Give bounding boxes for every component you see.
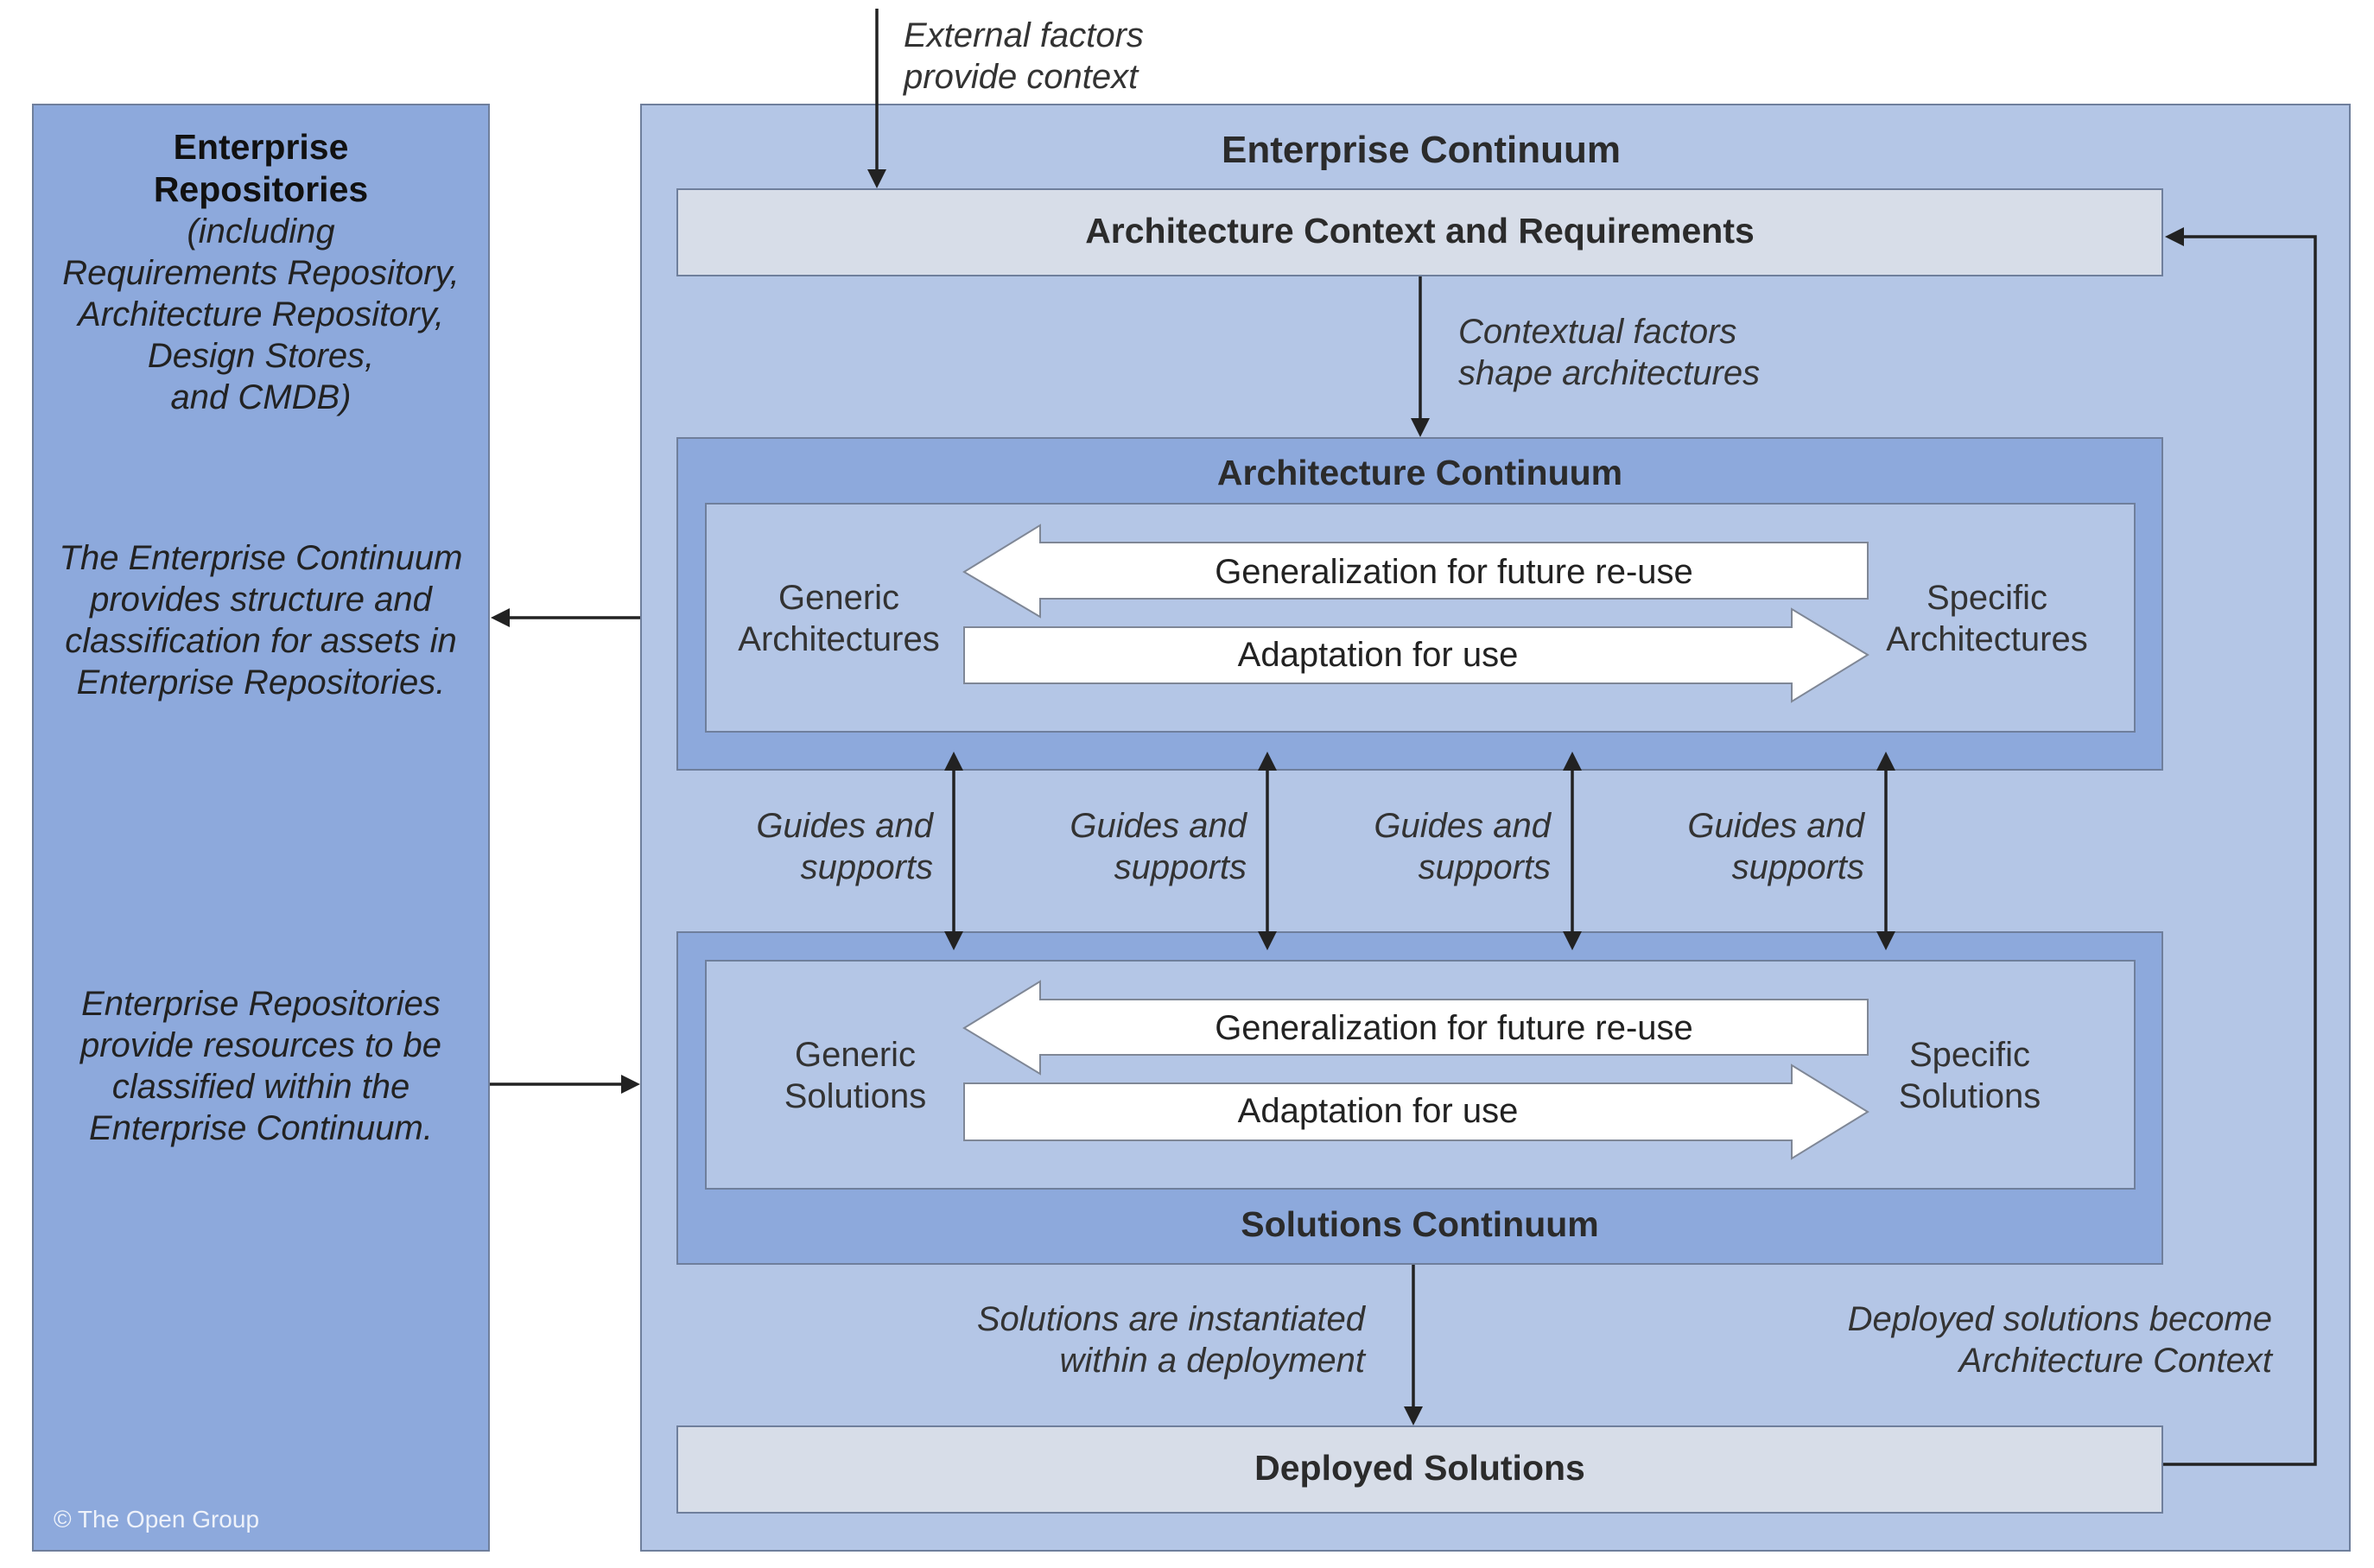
guides-supports-line: supports bbox=[1114, 848, 1247, 886]
deployed-solutions-bar bbox=[676, 1425, 2163, 1514]
guides-arrow-3 bbox=[1563, 752, 1582, 950]
specific-solutions-label: Specific Solutions bbox=[1849, 1034, 2091, 1117]
external-factors-line: provide context bbox=[904, 58, 1139, 96]
guides-supports-line: supports bbox=[1418, 848, 1551, 886]
generalization-label-architecture: Generalization for future re-use bbox=[1215, 553, 1693, 591]
deployed-context-line: Architecture Context bbox=[1958, 1342, 2272, 1380]
repositories-title-line: Repositories bbox=[153, 169, 369, 210]
solutions-continuum-title: Solutions Continuum bbox=[1241, 1204, 1599, 1244]
architecture-context-label: Architecture Context and Requirements bbox=[1085, 211, 1755, 251]
architecture-continuum-title: Architecture Continuum bbox=[1216, 453, 1623, 492]
instantiated-note: Solutions are instantiated within a depl… bbox=[864, 1298, 1365, 1381]
adaptation-label-solutions: Adaptation for use bbox=[1237, 1092, 1519, 1130]
repositories-subtitle-line: and CMDB) bbox=[170, 378, 352, 416]
structure-arrow bbox=[491, 608, 640, 627]
resources-note-line: Enterprise Continuum. bbox=[89, 1109, 433, 1147]
repositories-subtitle-line: (including bbox=[187, 213, 335, 251]
deployed-context-line: Deployed solutions become bbox=[1847, 1300, 2272, 1338]
resources-note-line: Enterprise Repositories bbox=[81, 985, 441, 1023]
repositories-subtitle-line: Design Stores, bbox=[147, 337, 375, 375]
architecture-context-bar bbox=[676, 188, 2163, 276]
generic-architectures-line: Generic bbox=[778, 579, 900, 617]
contextual-factors-line: shape architectures bbox=[1458, 354, 1761, 392]
guides-arrow-4 bbox=[1876, 752, 1895, 950]
feedback-loop-arrow bbox=[2163, 227, 2317, 1466]
deployed-solutions-label: Deployed Solutions bbox=[1254, 1448, 1585, 1488]
external-factors-arrow bbox=[867, 9, 886, 188]
guides-supports-line: supports bbox=[800, 848, 933, 886]
generic-solutions-line: Solutions bbox=[784, 1077, 927, 1115]
resources-arrow bbox=[490, 1075, 640, 1094]
enterprise-continuum-panel bbox=[640, 104, 2351, 1552]
guides-supports-line: Guides and bbox=[1687, 807, 1864, 845]
structure-note-line: classification for assets in bbox=[65, 622, 457, 660]
instantiated-note-line: Solutions are instantiated bbox=[976, 1300, 1365, 1338]
solutions-continuum-inner bbox=[705, 960, 2136, 1190]
guides-supports-line: Guides and bbox=[756, 807, 933, 845]
generalization-arrow-solutions bbox=[962, 980, 1869, 1076]
resources-note-line: classified within the bbox=[111, 1068, 410, 1106]
adaptation-arrow-architecture bbox=[963, 607, 1869, 703]
guides-supports-label-2: Guides and supports bbox=[987, 805, 1247, 888]
repositories-title: Enterprise Repositories bbox=[32, 126, 490, 211]
specific-solutions-line: Solutions bbox=[1898, 1077, 2041, 1115]
copyright-text: © The Open Group bbox=[54, 1506, 260, 1533]
resources-note-line: provide resources to be bbox=[79, 1026, 441, 1064]
guides-supports-label-4: Guides and supports bbox=[1605, 805, 1864, 888]
structure-note-line: The Enterprise Continuum bbox=[59, 539, 463, 577]
external-factors-note: External factors provide context bbox=[904, 15, 1336, 98]
guides-supports-label-3: Guides and supports bbox=[1292, 805, 1551, 888]
structure-note-line: Enterprise Repositories. bbox=[76, 663, 446, 701]
guides-supports-line: Guides and bbox=[1070, 807, 1247, 845]
deployed-context-note: Deployed solutions become Architecture C… bbox=[1693, 1298, 2272, 1381]
repositories-subtitle: (including Requirements Repository, Arch… bbox=[32, 211, 490, 418]
structure-note-line: provides structure and bbox=[90, 581, 432, 619]
guides-arrow-2 bbox=[1258, 752, 1277, 950]
specific-solutions-line: Specific bbox=[1908, 1036, 2031, 1074]
generalization-arrow-architecture bbox=[962, 524, 1869, 619]
specific-architectures-line: Specific bbox=[1926, 579, 2048, 617]
contextual-factors-line: Contextual factors bbox=[1458, 313, 1737, 351]
instantiated-note-line: within a deployment bbox=[1059, 1342, 1365, 1380]
structure-note: The Enterprise Continuum provides struct… bbox=[32, 537, 490, 703]
external-factors-line: External factors bbox=[904, 16, 1144, 54]
repositories-subtitle-line: Architecture Repository, bbox=[78, 295, 444, 333]
architecture-continuum-inner bbox=[705, 503, 2136, 733]
specific-architectures-line: Architectures bbox=[1886, 620, 2088, 658]
instantiated-arrow bbox=[1404, 1265, 1423, 1425]
guides-supports-line: Guides and bbox=[1374, 807, 1551, 845]
guides-supports-line: supports bbox=[1731, 848, 1864, 886]
contextual-factors-arrow bbox=[1411, 276, 1430, 437]
generalization-label-solutions: Generalization for future re-use bbox=[1215, 1009, 1693, 1047]
generic-solutions-label: Generic Solutions bbox=[734, 1034, 976, 1117]
specific-architectures-label: Specific Architectures bbox=[1862, 577, 2112, 660]
guides-supports-label-1: Guides and supports bbox=[674, 805, 933, 888]
generic-architectures-label: Generic Architectures bbox=[714, 577, 964, 660]
contextual-factors-note: Contextual factors shape architectures bbox=[1458, 311, 1890, 394]
generic-solutions-line: Generic bbox=[794, 1036, 917, 1074]
generic-architectures-line: Architectures bbox=[738, 620, 940, 658]
repositories-title-line: Enterprise bbox=[173, 127, 349, 167]
adaptation-arrow-solutions bbox=[963, 1063, 1869, 1160]
resources-note: Enterprise Repositories provide resource… bbox=[32, 983, 490, 1149]
enterprise-repositories-panel bbox=[32, 104, 490, 1552]
guides-arrow-1 bbox=[944, 752, 963, 950]
adaptation-label-architecture: Adaptation for use bbox=[1237, 636, 1519, 674]
enterprise-continuum-title: Enterprise Continuum bbox=[1221, 129, 1622, 171]
repositories-subtitle-line: Requirements Repository, bbox=[62, 254, 460, 292]
